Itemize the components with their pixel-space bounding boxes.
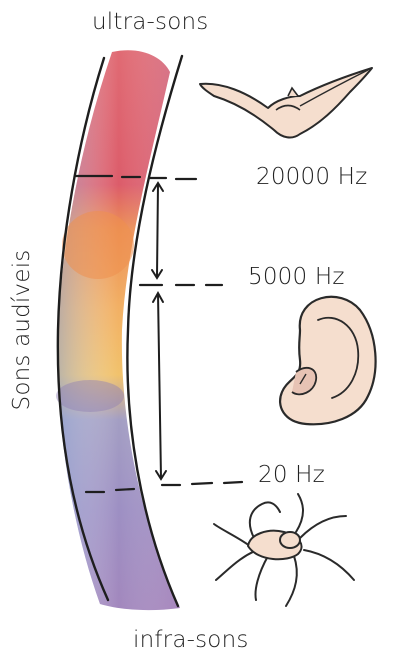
violet-zone [56, 380, 124, 412]
band-outline-right [126, 54, 184, 608]
range-arrow-upper [151, 181, 164, 280]
infrasound-label: infra-sons [133, 627, 249, 653]
ultrasound-label: ultra-sons [92, 9, 209, 35]
spider-icon [213, 493, 355, 607]
orange-zone [62, 211, 134, 279]
marker-20-hz [84, 480, 244, 494]
frequency-20000-label: 20000 Hz [256, 164, 368, 190]
frequency-5000-label: 5000 Hz [248, 264, 345, 290]
band-outline-left [56, 56, 110, 602]
audible-sounds-label: Sons audíveis [9, 249, 35, 411]
range-arrow-lower [152, 290, 167, 481]
frequency-20-label: 20 Hz [258, 462, 325, 488]
bat-icon [199, 67, 373, 139]
spectrum-band-shade [57, 50, 180, 611]
marker-20000-hz [74, 174, 198, 181]
ear-icon [279, 295, 377, 426]
